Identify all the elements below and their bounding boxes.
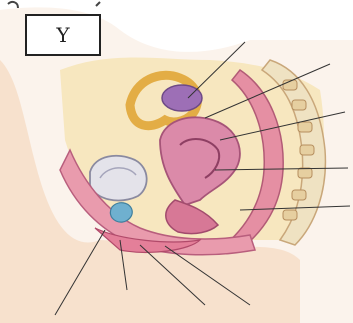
- figure-label-box: Y: [25, 14, 101, 56]
- corner-mark-right: [96, 2, 100, 6]
- ovary: [162, 85, 202, 111]
- corner-mark: [8, 2, 18, 8]
- figure-label: Y: [56, 23, 69, 47]
- pubic-bone: [110, 203, 132, 222]
- bladder: [90, 156, 147, 201]
